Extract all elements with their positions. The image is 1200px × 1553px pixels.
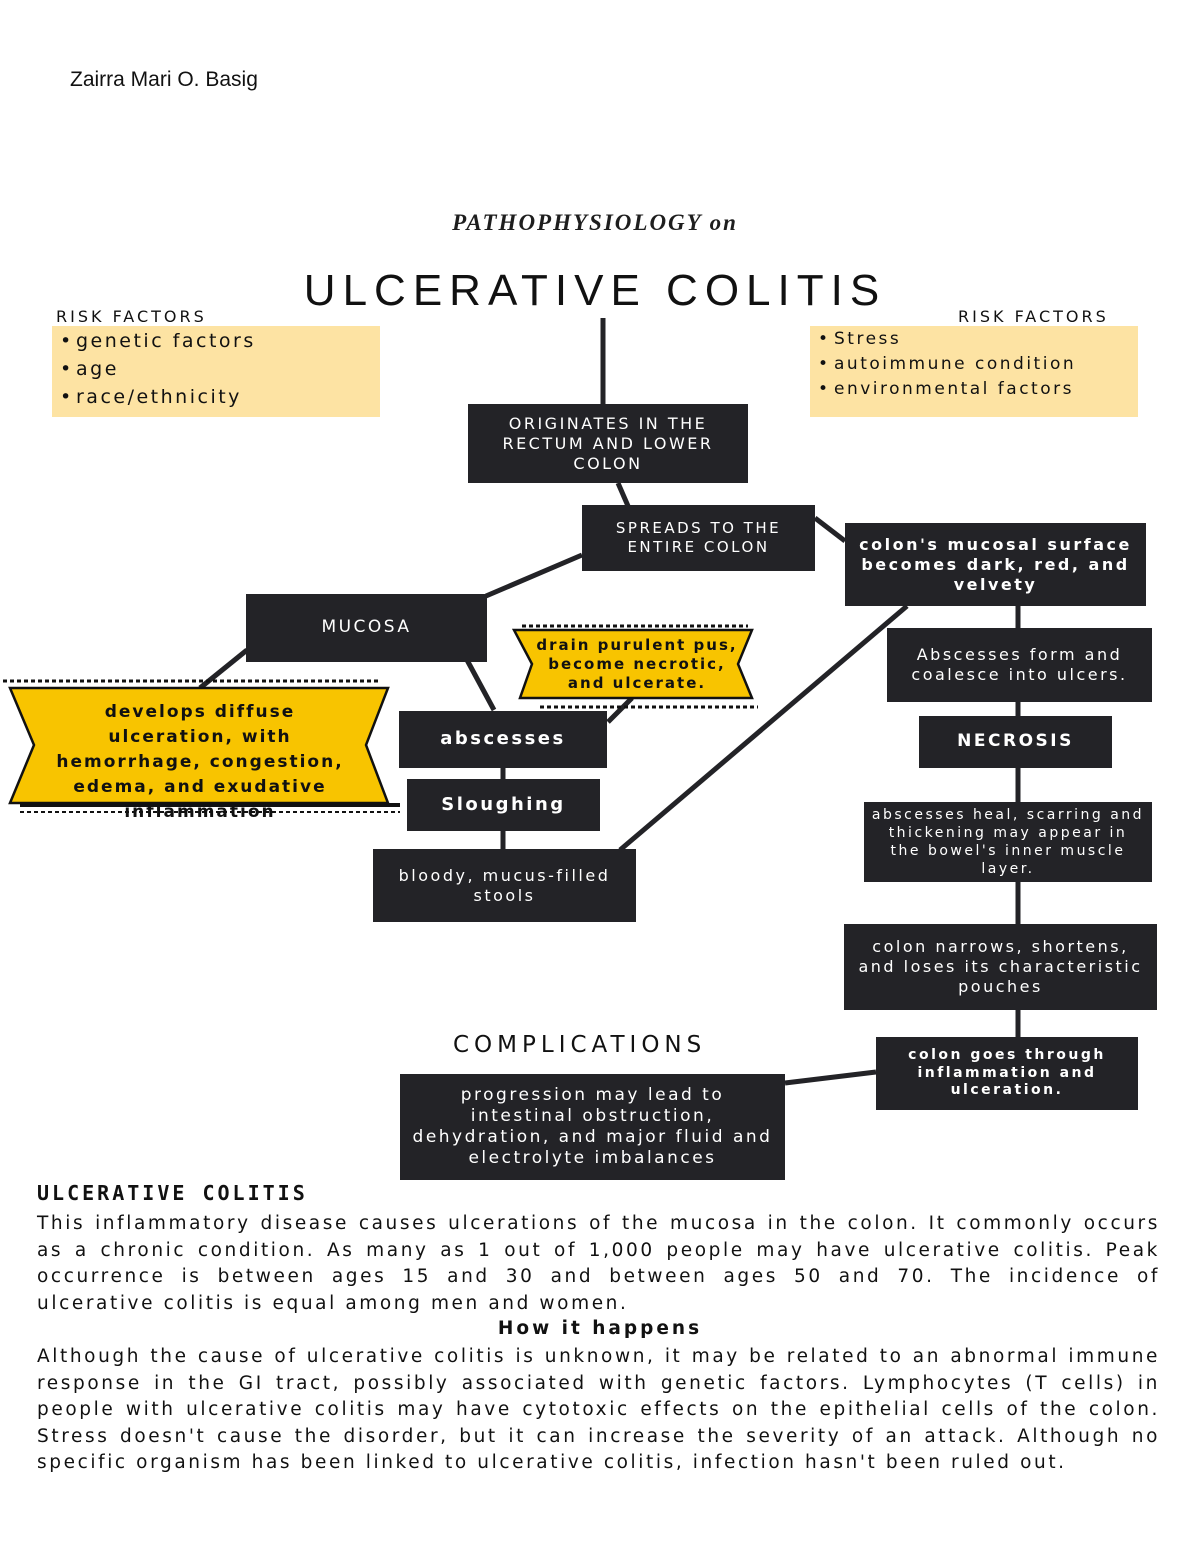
box-mucosal-surface: colon's mucosal surface becomes dark, re… <box>845 523 1146 606</box>
connector-mucosa-abscesses <box>464 658 497 712</box>
risk-factors-left-label: RISK FACTORS <box>56 307 207 326</box>
risk-factors-left-box: genetic factors age race/ethnicity <box>52 326 380 417</box>
risk-factor-item: age <box>52 355 380 383</box>
risk-factor-item: Stress <box>810 327 1138 352</box>
risk-factor-item: environmental factors <box>810 377 1138 402</box>
page-subtitle: PATHOPHYSIOLOGY on <box>452 210 738 235</box>
drain-pus-text: drain purulent pus, become necrotic, and… <box>536 636 738 692</box>
box-necrosis: NECROSIS <box>919 716 1112 768</box>
risk-factor-item: race/ethnicity <box>52 383 380 411</box>
diffuse-ribbon-shape <box>8 686 390 805</box>
risk-factor-item: autoimmune condition <box>810 352 1138 377</box>
connector-bloody-surface <box>618 604 909 852</box>
box-complication: progression may lead to intestinal obstr… <box>400 1074 785 1180</box>
how-it-happens-heading: How it happens <box>497 1318 703 1339</box>
box-abscesses: abscesses <box>399 711 607 768</box>
risk-factors-right-label: RISK FACTORS <box>958 307 1109 326</box>
box-spreads: SPREADS TO THE ENTIRE COLON <box>582 505 815 571</box>
author-name: Zairra Mari O. Basig <box>70 68 258 91</box>
connector-inflammation-complication <box>784 1069 877 1086</box>
box-colon-narrows: colon narrows, shortens, and loses its c… <box>844 924 1157 1010</box>
drain-ribbon-shape <box>511 628 754 700</box>
risk-factor-item: genetic factors <box>52 327 380 355</box>
intro-paragraph: This inflammatory disease causes ulcerat… <box>37 1213 1160 1314</box>
box-inflammation: colon goes through inflammation and ulce… <box>876 1037 1138 1110</box>
risk-factors-right-box: Stress autoimmune condition environmenta… <box>810 326 1138 417</box>
connector-abscesses-drain <box>606 696 634 724</box>
box-bloody-stools: bloody, mucus-filled stools <box>373 849 636 922</box>
section-heading: ULCERATIVE COLITIS <box>37 1181 308 1205</box>
diffuse-ulceration-text: develops diffuse ulceration, with hemorr… <box>56 702 344 822</box>
box-abscesses-heal: abscesses heal, scarring and thickening … <box>864 802 1152 882</box>
box-sloughing: Sloughing <box>407 779 600 831</box>
box-abscesses-form: Abscesses form and coalesce into ulcers. <box>887 628 1152 702</box>
box-mucosa: MUCOSA <box>246 594 487 662</box>
box-originates: ORIGINATES IN THE RECTUM AND LOWER COLON <box>468 404 748 483</box>
complications-title: COMPLICATIONS <box>453 1032 707 1058</box>
connector-spreads-mucosa <box>485 552 583 599</box>
connector-spreads-surface <box>813 516 847 543</box>
how-paragraph: Although the cause of ulcerative colitis… <box>37 1346 1160 1473</box>
connector-originates-spreads <box>615 482 631 507</box>
page-title: ULCERATIVE COLITIS <box>303 266 887 315</box>
